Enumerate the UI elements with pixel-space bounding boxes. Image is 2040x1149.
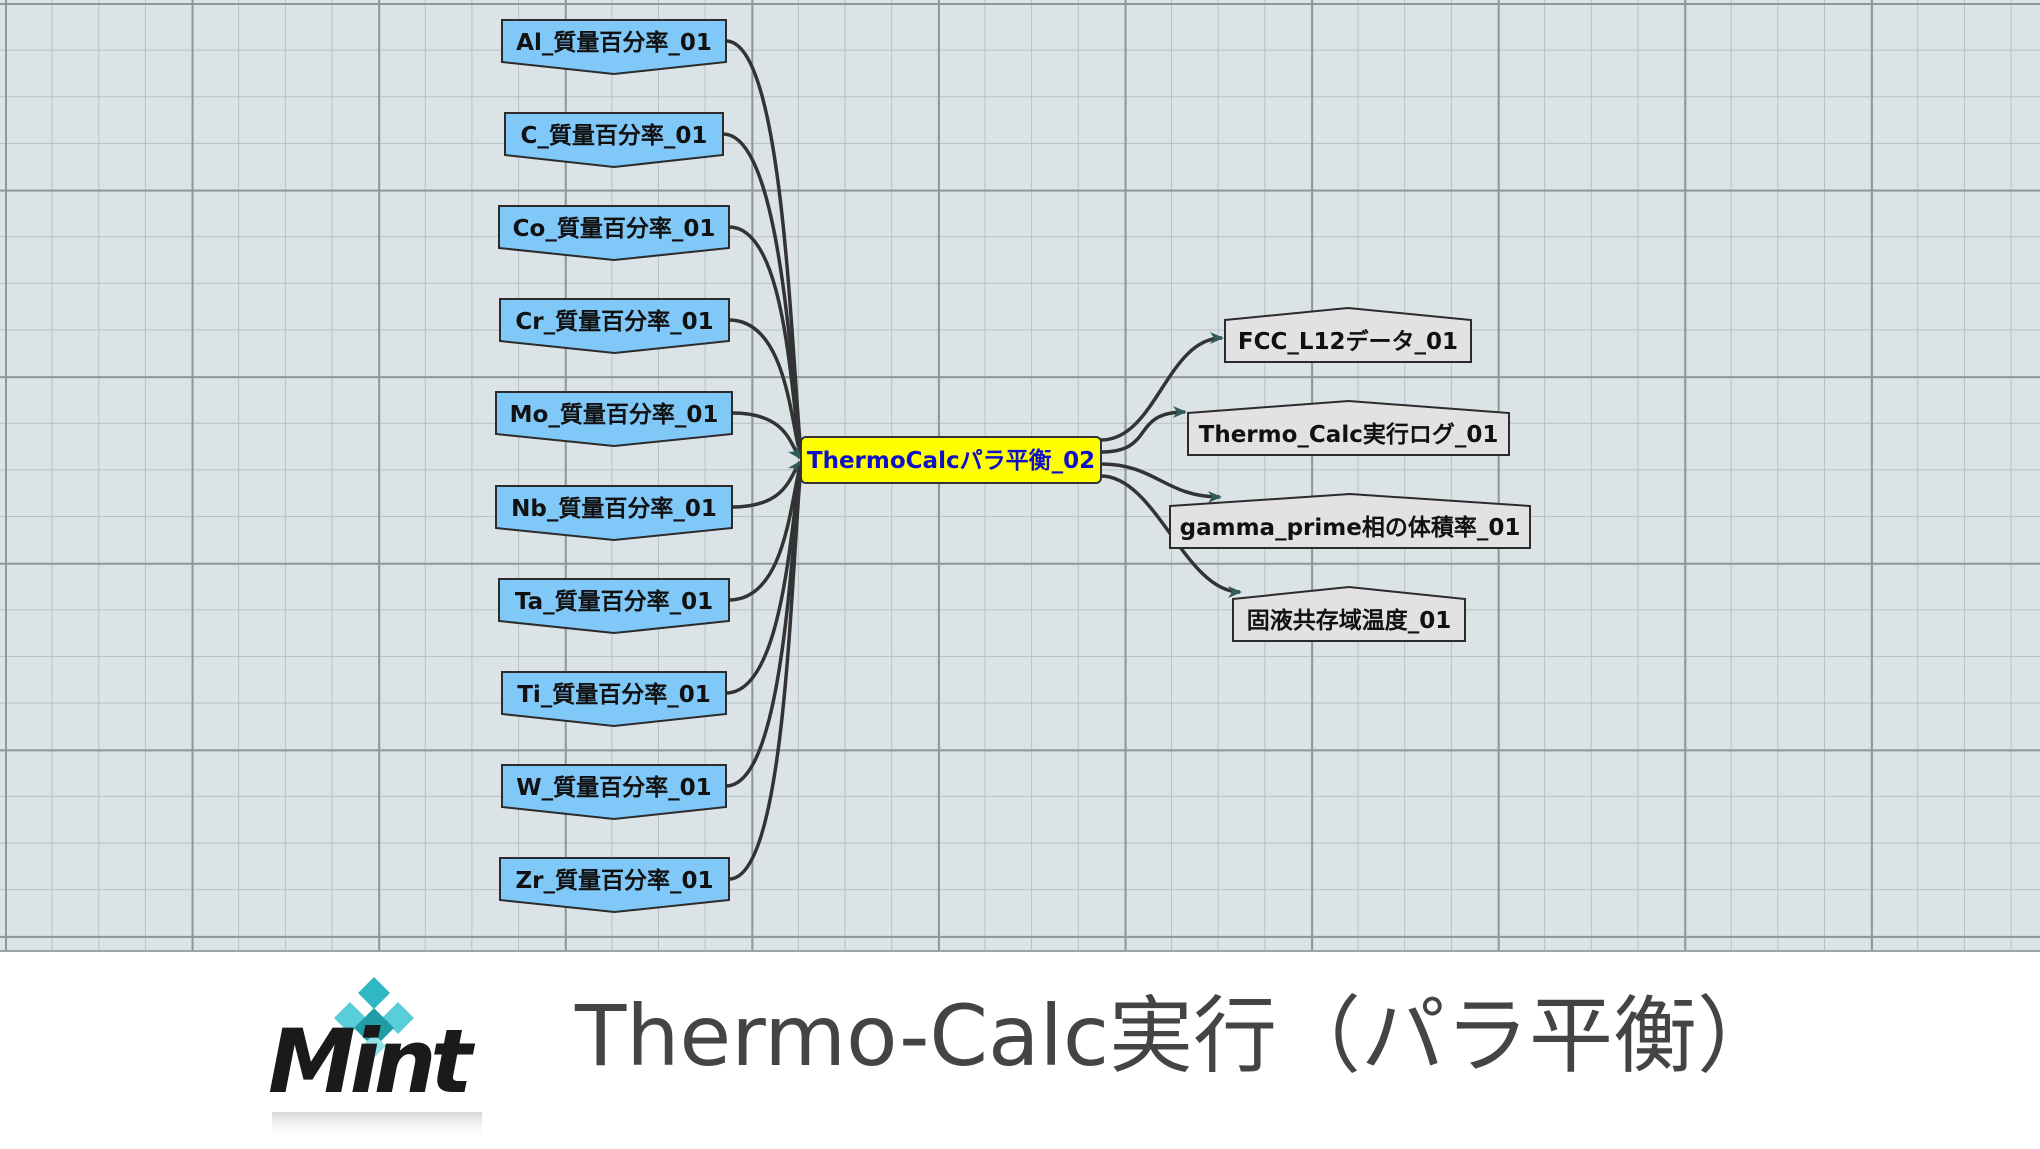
output-node-label: 固液共存域温度_01 [1247,607,1452,634]
output-node-label: FCC_L12データ_01 [1238,328,1458,355]
input-node-label: C_質量百分率_01 [521,122,708,149]
output-node-label: gamma_prime相の体積率_01 [1180,514,1521,541]
input-node-c[interactable]: C_質量百分率_01 [504,112,724,169]
workflow-diagram: Al_質量百分率_01C_質量百分率_01Co_質量百分率_01Cr_質量百分率… [495,19,1531,914]
input-node-label: Mo_質量百分率_01 [510,401,719,428]
input-node-ta[interactable]: Ta_質量百分率_01 [498,578,730,635]
edge-input-cr [728,318,802,455]
input-node-co[interactable]: Co_質量百分率_01 [498,205,730,262]
input-node-mo[interactable]: Mo_質量百分率_01 [495,391,733,448]
input-node-ti[interactable]: Ti_質量百分率_01 [501,671,727,728]
process-node-label: ThermoCalcパラ平衡_02 [807,447,1095,474]
edge-input-nb [731,460,802,509]
output-node-label: Thermo_Calc実行ログ_01 [1199,421,1499,448]
input-node-label: Al_質量百分率_01 [516,29,712,56]
page-title: Thermo-Calc実行（パラ平衡） [575,987,1782,1085]
edge-input-zr [728,477,802,881]
output-node-4[interactable]: 固液共存域温度_01 [1232,585,1466,642]
input-node-label: W_質量百分率_01 [516,774,711,801]
edge-input-al [725,39,802,443]
edge-output-2 [1100,406,1187,454]
input-node-al[interactable]: Al_質量百分率_01 [501,19,727,76]
edge-output-3 [1100,462,1222,503]
edge-output-1 [1100,332,1224,442]
edge-input-mo [731,411,802,460]
input-node-label: Ti_質量百分率_01 [517,681,711,708]
process-node[interactable]: ThermoCalcパラ平衡_02 [800,436,1102,484]
output-node-3[interactable]: gamma_prime相の体積率_01 [1169,492,1531,549]
mint-logo [272,977,482,1140]
input-node-cr[interactable]: Cr_質量百分率_01 [499,298,730,355]
output-node-1[interactable]: FCC_L12データ_01 [1224,306,1472,363]
output-node-2[interactable]: Thermo_Calc実行ログ_01 [1187,399,1510,456]
input-node-label: Co_質量百分率_01 [513,215,716,242]
logo-text: Mint [268,1010,472,1113]
footer-banner: Mint Thermo-Calc実行（パラ平衡） [0,952,2040,1149]
input-node-label: Nb_質量百分率_01 [511,495,717,522]
input-node-nb[interactable]: Nb_質量百分率_01 [495,485,733,542]
input-node-zr[interactable]: Zr_質量百分率_01 [499,857,730,914]
edge-input-co [728,225,802,451]
input-node-w[interactable]: W_質量百分率_01 [501,764,727,821]
input-node-label: Zr_質量百分率_01 [515,867,713,894]
input-node-label: Cr_質量百分率_01 [515,308,713,335]
edge-input-ta [728,465,802,602]
input-node-label: Ta_質量百分率_01 [515,588,713,615]
